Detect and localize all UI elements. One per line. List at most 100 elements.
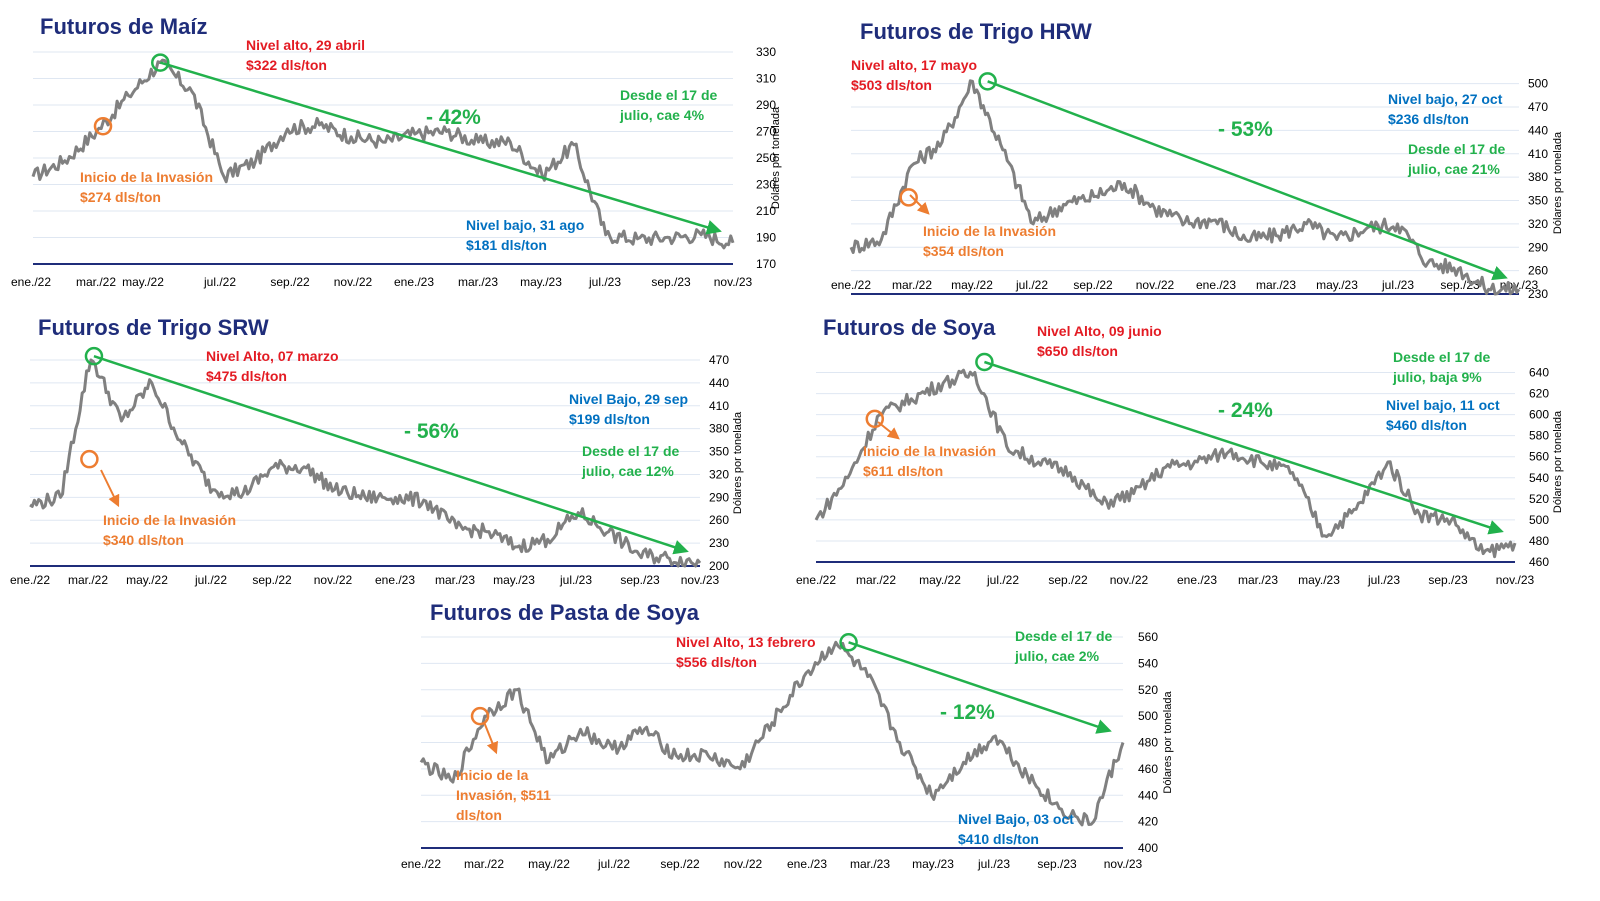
low-label: Nivel Bajo, 29 sep (569, 391, 688, 407)
high-label: Nivel alto, 17 mayo (851, 57, 977, 73)
invasion-value: $611 dls/ton (863, 463, 943, 479)
y-tick-label: 210 (756, 204, 776, 218)
trend-arrow (159, 61, 722, 235)
x-tick-label: may./23 (520, 275, 562, 289)
price-series-line (31, 58, 735, 250)
x-tick-label: sep./22 (1048, 573, 1088, 587)
since-july-line-1: Desde el 17 de (1408, 141, 1505, 157)
low-label: Nivel bajo, 11 oct (1386, 397, 1500, 413)
x-tick-label: ene./23 (394, 275, 434, 289)
high-marker (84, 346, 104, 366)
invasion-label: Inicio de la Invasión (863, 443, 996, 459)
invasion-value: dls/ton (456, 807, 502, 823)
x-tick-label: sep./23 (1428, 573, 1468, 587)
y-axis-label: Dólares por tonelada (1552, 131, 1564, 234)
low-label: Nivel Bajo, 03 oct (958, 811, 1074, 827)
invasion-marker (899, 188, 918, 207)
high-value: $475 dls/ton (206, 368, 287, 384)
invasion-label: Inicio de la Invasión (103, 512, 236, 528)
x-tick-label: sep./23 (1440, 278, 1480, 292)
y-tick-label: 190 (756, 231, 776, 245)
y-tick-label: 290 (709, 490, 729, 504)
y-tick-label: 500 (1529, 513, 1549, 527)
since-july-line-2: julio, cae 4% (619, 107, 705, 123)
percent-change: - 12% (940, 701, 995, 724)
x-tick-label: mar./23 (850, 857, 890, 871)
percent-change: - 53% (1218, 118, 1273, 141)
x-tick-label: sep./23 (1037, 857, 1077, 871)
invasion-marker (865, 409, 885, 429)
chart-title: Futuros de Trigo SRW (38, 315, 269, 340)
x-tick-label: jul./23 (588, 275, 621, 289)
x-tick-label: may./22 (122, 275, 164, 289)
high-label: Nivel Alto, 13 febrero (676, 634, 816, 650)
y-tick-label: 320 (709, 467, 729, 481)
high-value: $322 dls/ton (246, 57, 327, 73)
x-tick-label: ene./22 (831, 278, 871, 292)
y-tick-label: 350 (1528, 194, 1548, 208)
percent-change: - 56% (404, 420, 459, 443)
y-tick-label: 410 (709, 399, 729, 413)
x-tick-label: jul./23 (559, 573, 592, 587)
low-value: $236 dls/ton (1388, 111, 1469, 127)
y-tick-label: 350 (709, 445, 729, 459)
chart-title: Futuros de Maíz (40, 14, 207, 39)
low-label: Nivel bajo, 27 oct (1388, 91, 1503, 107)
y-tick-label: 440 (1528, 123, 1548, 137)
x-tick-label: mar./22 (856, 573, 896, 587)
x-tick-label: ene./23 (787, 857, 827, 871)
y-tick-label: 560 (1529, 450, 1549, 464)
chart-title: Futuros de Pasta de Soya (430, 600, 700, 625)
invasion-arrow (483, 721, 499, 755)
high-marker (975, 352, 994, 372)
low-value: $199 dls/ton (569, 411, 650, 427)
x-tick-label: may./23 (493, 573, 535, 587)
x-tick-label: may./22 (919, 573, 961, 587)
since-july-line-2: julio, baja 9% (1392, 369, 1482, 385)
y-tick-label: 400 (1138, 841, 1158, 855)
invasion-arrow (909, 194, 930, 215)
since-july-line-2: julio, cae 12% (581, 463, 674, 479)
low-value: $460 dls/ton (1386, 417, 1467, 433)
chart-title: Futuros de Trigo HRW (860, 19, 1092, 44)
since-july-line-1: Desde el 17 de (1015, 628, 1112, 644)
y-tick-label: 540 (1529, 471, 1549, 485)
x-tick-label: may./23 (912, 857, 954, 871)
x-tick-label: nov./22 (1110, 573, 1149, 587)
x-tick-label: nov./23 (1496, 573, 1535, 587)
y-axis-label: Dólares por tonelada (1552, 410, 1564, 513)
x-tick-label: nov./23 (1104, 857, 1143, 871)
y-tick-label: 320 (1528, 217, 1548, 231)
y-tick-label: 200 (709, 559, 729, 573)
x-tick-label: ene./23 (375, 573, 415, 587)
x-tick-label: ene./22 (10, 573, 50, 587)
trend-arrow (984, 360, 1504, 535)
y-tick-label: 500 (1528, 77, 1548, 91)
x-tick-label: nov./22 (334, 275, 373, 289)
high-label: Nivel Alto, 09 junio (1037, 323, 1162, 339)
y-tick-label: 290 (756, 98, 776, 112)
y-tick-label: 470 (1528, 100, 1548, 114)
y-tick-label: 230 (1528, 287, 1548, 301)
x-tick-label: may./22 (951, 278, 993, 292)
y-tick-label: 460 (1529, 555, 1549, 569)
x-tick-label: sep./23 (651, 275, 691, 289)
trend-arrow (987, 80, 1508, 281)
low-value: $181 dls/ton (466, 237, 547, 253)
percent-change: - 42% (426, 106, 481, 129)
y-tick-label: 470 (709, 353, 729, 367)
y-tick-label: 560 (1138, 630, 1158, 644)
x-tick-label: may./23 (1298, 573, 1340, 587)
x-tick-label: jul./23 (977, 857, 1010, 871)
y-tick-label: 290 (1528, 240, 1548, 254)
x-tick-label: nov./23 (681, 573, 720, 587)
price-series-line (419, 640, 1125, 827)
high-marker (978, 72, 997, 91)
invasion-value: $354 dls/ton (923, 243, 1004, 259)
y-tick-label: 440 (709, 376, 729, 390)
trend-arrow (848, 641, 1112, 734)
since-july-line-2: julio, cae 2% (1014, 648, 1100, 664)
low-value: $410 dls/ton (958, 831, 1039, 847)
x-tick-label: jul./23 (1367, 573, 1400, 587)
